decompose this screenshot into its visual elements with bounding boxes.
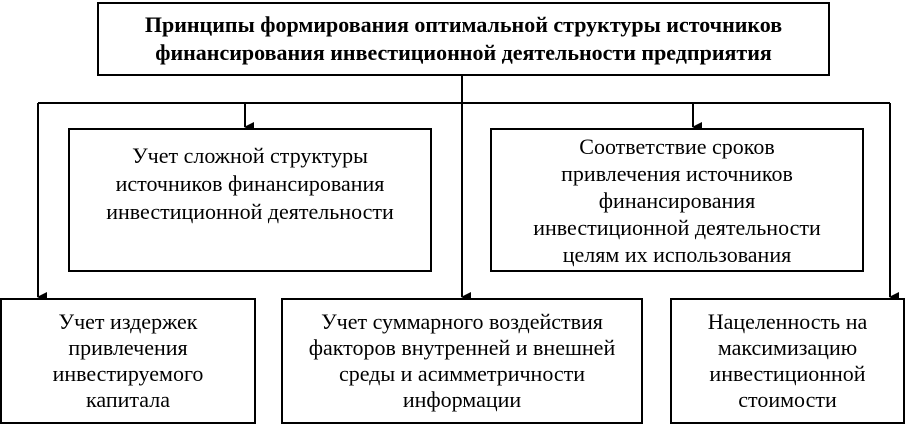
value-max-line-2: максимизацию — [717, 335, 858, 360]
title-box: Принципы формирования оптимальной структ… — [97, 2, 830, 76]
complex-structure-line-1: Учет сложной структуры — [132, 143, 368, 168]
complex-structure-line-3: инвестиционной деятельности — [106, 199, 394, 224]
costs-line-2: привлечения — [68, 335, 188, 360]
factors-line-4: информации — [402, 387, 522, 412]
costs-line-1: Учет издержек — [58, 309, 198, 334]
terms-matching-line-2: привлечения источников — [561, 160, 793, 186]
principle-complex-structure-box: Учет сложной структуры источников финанс… — [68, 128, 432, 272]
principle-costs-box: Учет издержек привлечения инвестируемого… — [0, 298, 256, 424]
value-max-line-1: Нацеленность на — [707, 309, 868, 334]
factors-line-3: среды и асимметричности — [338, 361, 586, 386]
title-line-2: финансирования инвестиционной деятельнос… — [155, 40, 772, 65]
terms-matching-line-5: целям их использования — [562, 241, 792, 267]
principle-value-max-box: Нацеленность на максимизацию инвестицион… — [670, 298, 905, 424]
complex-structure-line-2: источников финансирования — [115, 171, 385, 196]
principle-factors-box: Учет суммарного воздействия факторов вну… — [281, 298, 643, 424]
terms-matching-line-4: инвестиционной деятельности — [533, 214, 821, 240]
costs-line-4: капитала — [86, 387, 170, 412]
principle-terms-matching-box: Соответствие сроков привлечения источник… — [490, 128, 864, 272]
terms-matching-line-1: Соответствие сроков — [579, 133, 775, 159]
factors-line-2: факторов внутренней и внешней — [308, 335, 616, 360]
title-line-1: Принципы формирования оптимальной структ… — [144, 12, 783, 37]
costs-line-3: инвестируемого — [52, 361, 204, 386]
value-max-line-4: стоимости — [738, 387, 837, 412]
factors-line-1: Учет суммарного воздействия — [321, 309, 603, 334]
terms-matching-line-3: финансирования — [598, 187, 756, 213]
value-max-line-3: инвестиционной — [709, 361, 866, 386]
